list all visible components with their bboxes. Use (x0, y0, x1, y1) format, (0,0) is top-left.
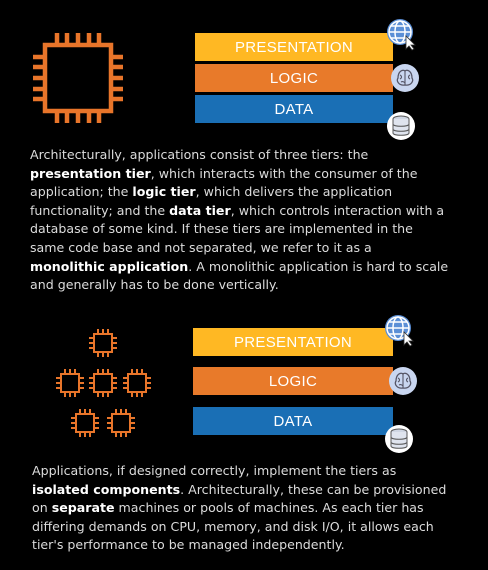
bold-term: data tier (169, 202, 231, 218)
small-cpu-chip-icon (89, 369, 117, 397)
globe-cursor-icon (385, 315, 414, 347)
database-icon (385, 425, 413, 453)
globe-cursor-icon (387, 19, 416, 51)
text-segment: . A monolithic application is hard to sc… (30, 258, 449, 293)
cpu-chip-icon (33, 33, 123, 123)
small-cpu-chip-icon (71, 409, 99, 437)
tier-bar-data: DATA (195, 95, 393, 123)
brain-icon (389, 367, 417, 395)
tier-bar-logic: LOGIC (193, 367, 393, 395)
tier-label-data: DATA (274, 100, 314, 118)
bold-term: monolithic application (30, 258, 189, 274)
text-segment: . Architecturally, these can be provisio… (32, 481, 447, 516)
tier-bar-logic: LOGIC (195, 64, 393, 92)
text-segment: machines or pools of machines. As each t… (32, 500, 434, 553)
text-segment: Applications, if designed correctly, imp… (32, 463, 397, 478)
small-cpu-chip-icon (107, 409, 135, 437)
text-segment: Architecturally, applications consist of… (30, 147, 369, 162)
bold-term: logic tier (132, 184, 196, 200)
small-cpu-chip-icon (56, 369, 84, 397)
text-segment: , which interacts with the consumer of t… (30, 165, 418, 200)
distributed-description: Applications, if designed correctly, imp… (32, 462, 452, 555)
text-segment: , which delivers the application functio… (30, 184, 393, 218)
bold-term: separate (51, 500, 115, 516)
bold-term: presentation tier (30, 165, 151, 181)
monolith-description: Architecturally, applications consist of… (30, 146, 450, 295)
tier-bar-data: DATA (193, 407, 393, 435)
tier-label-logic: LOGIC (268, 372, 318, 390)
small-cpu-chip-icon (123, 369, 151, 397)
database-icon (387, 112, 415, 140)
small-cpu-chip-icon (89, 329, 117, 357)
tier-label-logic: LOGIC (269, 69, 319, 87)
tier-label-presentation: PRESENTATION (233, 333, 353, 351)
tier-bar-presentation: PRESENTATION (195, 33, 393, 61)
brain-icon (391, 64, 419, 92)
tier-bar-presentation: PRESENTATION (193, 328, 393, 356)
text-segment: , which controls interaction with a data… (30, 202, 445, 255)
tier-label-presentation: PRESENTATION (234, 38, 354, 56)
bold-term: isolated components (32, 481, 181, 497)
tier-label-data: DATA (273, 412, 313, 430)
